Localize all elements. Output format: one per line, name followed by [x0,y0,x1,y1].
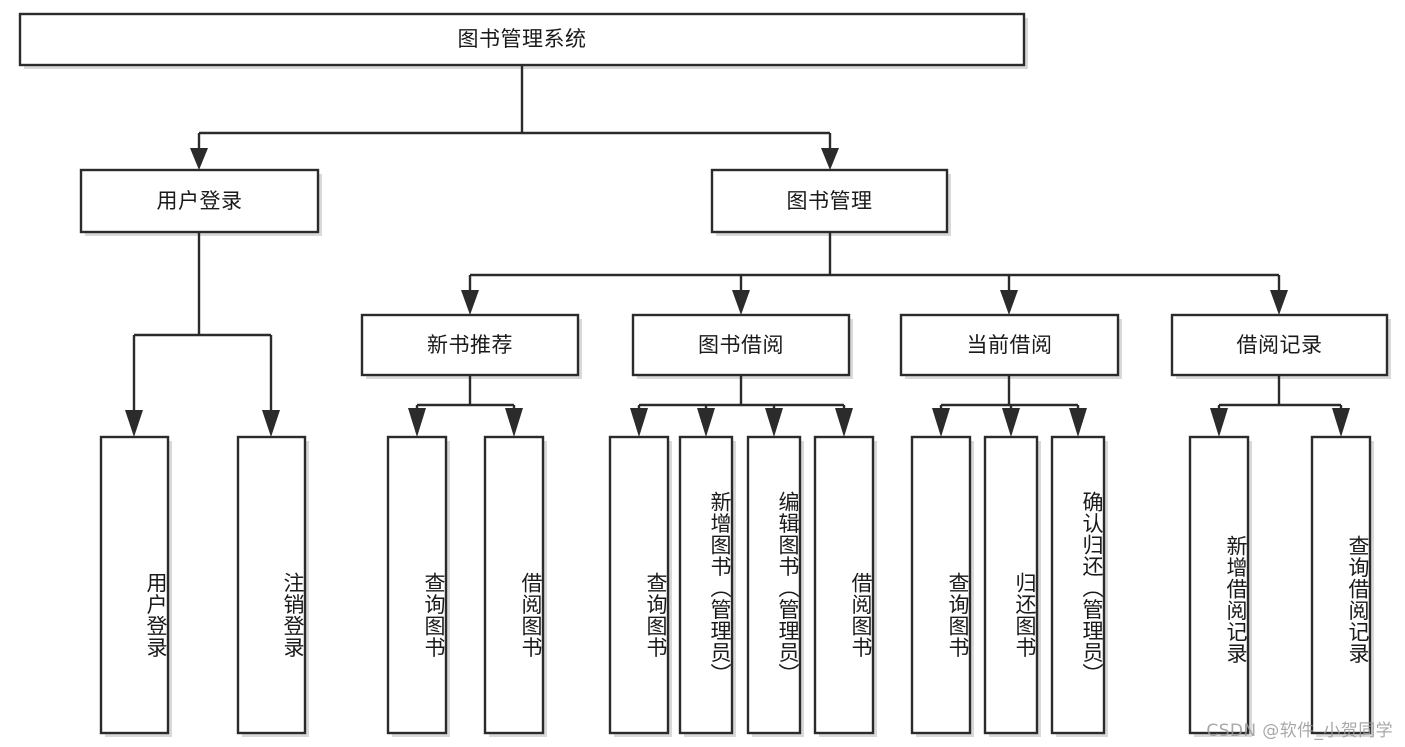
arrowhead-recommend-borrow-book [505,408,523,437]
node-box-borrow-record[interactable] [1170,313,1389,377]
arrowhead-book-borrow [732,290,750,315]
node-box-recommend-borrow-book[interactable] [483,435,545,735]
node-box-user-login-do[interactable] [99,435,170,735]
arrowhead-current-return-book [1002,408,1020,437]
connectors [125,65,1350,437]
arrowhead-current-query-book [932,408,950,437]
arrowhead-current-confirm-return [1069,408,1087,437]
csdn-watermark: CSDN @软件_小贺同学 [1206,721,1393,741]
node-box-current-return-book[interactable] [983,435,1039,735]
arrowhead-book-manage [821,148,839,170]
arrowhead-new-book-recommend [461,290,479,315]
arrowhead-record-add [1210,408,1228,437]
node-box-new-book-recommend[interactable] [360,313,580,377]
arrowhead-borrow-record [1270,290,1288,315]
arrowhead-borrow-edit-book [765,408,783,437]
node-box-record-query[interactable] [1310,435,1372,735]
arrowhead-borrow-borrow-book [835,408,853,437]
node-box-borrow-add-book[interactable] [678,435,734,735]
node-box-recommend-query-book[interactable] [386,435,448,735]
node-box-current-confirm-return[interactable] [1050,435,1106,735]
arrowhead-recommend-query-book [408,408,426,437]
node-box-user-logout[interactable] [236,435,307,735]
node-boxes [18,12,1389,735]
arrowhead-borrow-add-book [697,408,715,437]
arrowhead-user-logout [262,410,280,437]
arrowhead-borrow-query-book [630,408,648,437]
arrowhead-user-login-do [125,410,143,437]
node-box-current-query-book[interactable] [910,435,972,735]
node-box-borrow-borrow-book[interactable] [813,435,875,735]
node-box-user-login[interactable] [79,168,320,234]
arrowhead-user-login [190,148,208,170]
node-box-book-manage[interactable] [710,168,949,234]
node-box-current-borrow[interactable] [899,313,1120,377]
arrowhead-record-query [1332,408,1350,437]
node-box-book-borrow[interactable] [631,313,851,377]
node-box-root[interactable] [18,12,1026,67]
node-box-borrow-query-book[interactable] [608,435,670,735]
node-box-record-add[interactable] [1188,435,1250,735]
arrowhead-current-borrow [1000,290,1018,315]
node-box-borrow-edit-book[interactable] [746,435,802,735]
